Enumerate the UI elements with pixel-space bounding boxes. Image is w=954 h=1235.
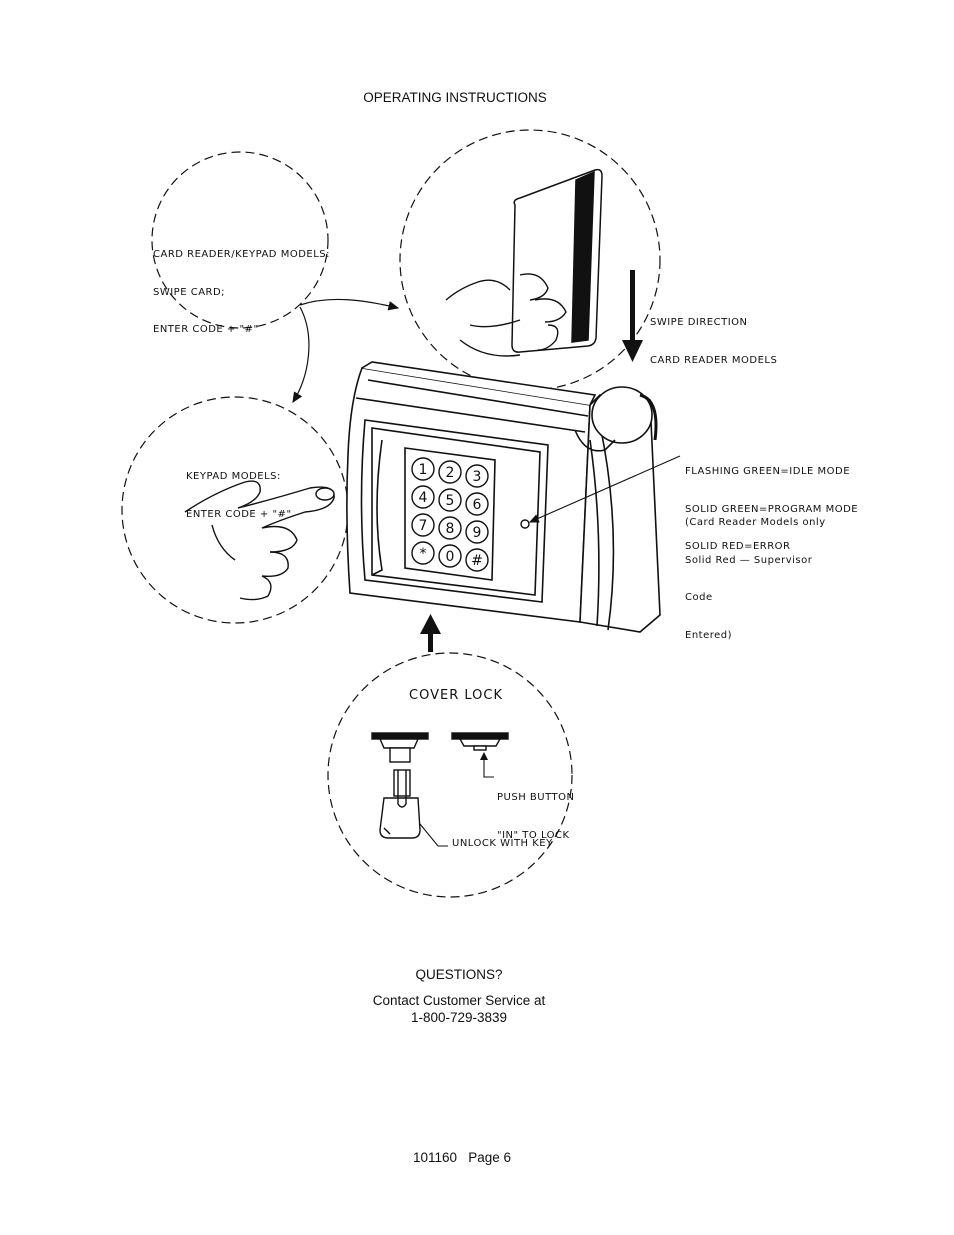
key-7[interactable] bbox=[411, 513, 435, 537]
key-5[interactable] bbox=[438, 488, 462, 512]
pressing-finger-icon bbox=[184, 480, 335, 601]
phone-number: 1-800-729-3839 bbox=[410, 1010, 508, 1025]
key-3[interactable] bbox=[465, 464, 489, 488]
swipe-direction-arrow-icon bbox=[622, 270, 643, 362]
key-8-label: 8 bbox=[446, 521, 455, 537]
key-hash-label: # bbox=[471, 553, 483, 569]
push-button-note: PUSH BUTTON "IN" TO LOCK bbox=[497, 792, 575, 841]
led-modes-note: FLASHING GREEN=IDLE MODE SOLID GREEN=PRO… bbox=[685, 466, 859, 552]
key-9[interactable] bbox=[465, 520, 489, 544]
key-2[interactable] bbox=[438, 460, 462, 484]
page-number: 101160 Page 6 bbox=[412, 1150, 512, 1165]
key-2-label: 2 bbox=[446, 465, 455, 481]
key-6[interactable] bbox=[465, 492, 489, 516]
key-5-label: 5 bbox=[446, 493, 455, 509]
key-0[interactable] bbox=[438, 544, 462, 568]
cover-lock-locked-icon bbox=[451, 732, 509, 751]
key-9-label: 9 bbox=[473, 525, 482, 541]
page-title: OPERATING INSTRUCTIONS bbox=[363, 90, 547, 105]
key-8[interactable] bbox=[438, 516, 462, 540]
card-reader-keypad-note: CARD READER/KEYPAD MODELS: SWIPE CARD; E… bbox=[153, 249, 330, 335]
led-leader-line bbox=[528, 455, 681, 523]
cover-lock-unlocked-icon bbox=[371, 732, 429, 839]
key-star[interactable] bbox=[411, 541, 435, 565]
key-4[interactable] bbox=[411, 485, 435, 509]
swipe-direction-note: SWIPE DIRECTION CARD READER MODELS bbox=[650, 317, 778, 366]
cover-lock-title: COVER LOCK bbox=[409, 688, 503, 703]
leader-arrow-to-card bbox=[299, 298, 400, 311]
unlock-with-key-note: UNLOCK WITH KEY bbox=[452, 838, 553, 849]
questions-heading: QUESTIONS? bbox=[415, 967, 503, 982]
key-star-label: * bbox=[420, 546, 427, 562]
led-indicator bbox=[520, 519, 530, 529]
key-4-label: 4 bbox=[419, 490, 428, 506]
unlock-key-leader bbox=[419, 823, 448, 847]
key-0-label: 0 bbox=[446, 549, 455, 565]
led-supervisor-note: (Card Reader Models only Solid Red — Sup… bbox=[685, 517, 826, 641]
hand-swiping-card-icon bbox=[445, 273, 567, 357]
key-7-label: 7 bbox=[419, 518, 428, 534]
cover-lock-callout-circle bbox=[327, 652, 573, 898]
key-hash[interactable] bbox=[465, 548, 489, 572]
key-1[interactable] bbox=[411, 457, 435, 481]
push-button-leader bbox=[483, 754, 494, 778]
card-reader-callout-circle bbox=[151, 151, 329, 329]
contact-line: Contact Customer Service at bbox=[372, 993, 546, 1008]
cover-lock-arrow-icon bbox=[420, 614, 441, 652]
key-3-label: 3 bbox=[473, 469, 482, 485]
keypad-models-note: KEYPAD MODELS: ENTER CODE + "#" bbox=[186, 471, 292, 520]
key-1-label: 1 bbox=[419, 462, 428, 478]
access-card-icon bbox=[511, 168, 603, 353]
key-6-label: 6 bbox=[473, 497, 482, 513]
card-reader-knob bbox=[574, 386, 658, 452]
leader-arrow-to-keypad bbox=[292, 306, 310, 404]
